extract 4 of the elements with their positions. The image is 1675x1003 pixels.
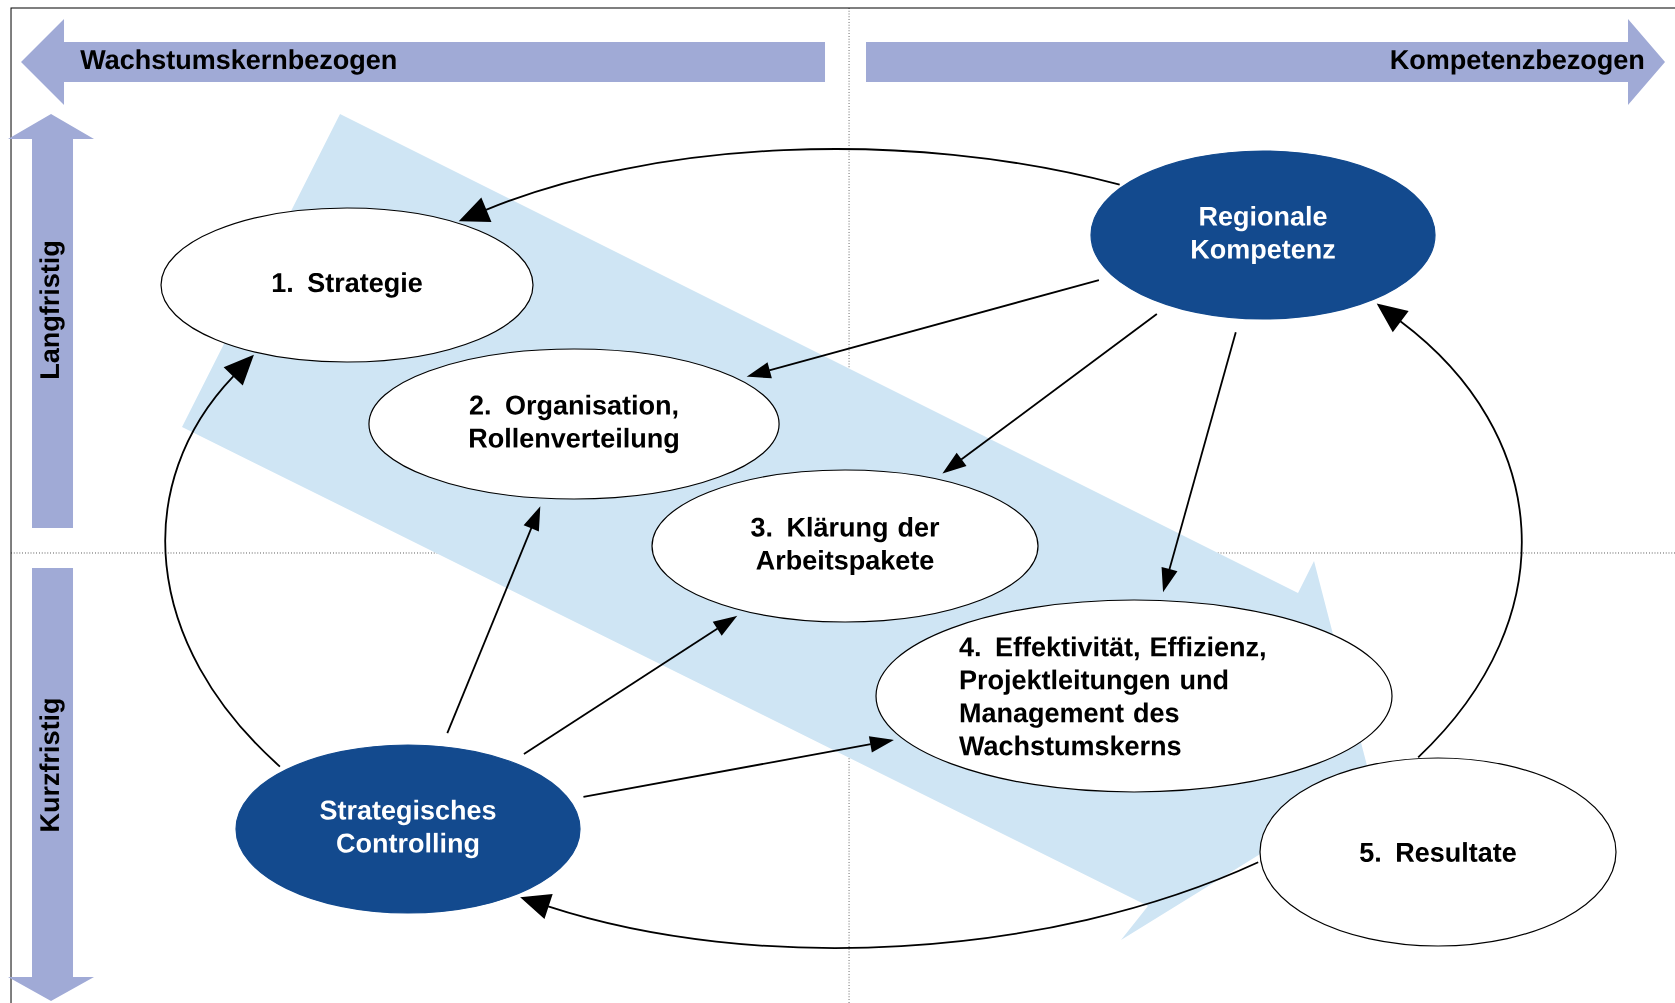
- axis-label: Kompetenzbezogen: [1391, 49, 1644, 75]
- axis-label: Langfristig: [39, 242, 65, 378]
- axis-label: Kurzfristig: [39, 699, 65, 831]
- axis-label: Wachstumskernbezogen: [80, 49, 396, 75]
